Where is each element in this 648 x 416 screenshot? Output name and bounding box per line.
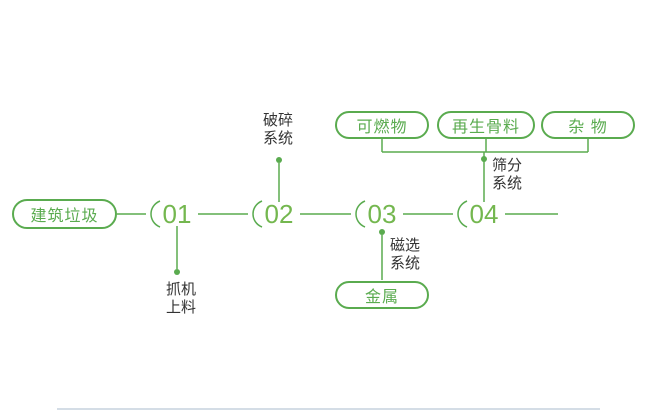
source-node-construction-waste: 建筑垃圾	[12, 199, 117, 229]
output-node-miscellaneous: 杂 物	[541, 111, 635, 139]
stage-arc-02	[252, 200, 263, 228]
node-dot	[276, 157, 282, 163]
node-dot	[174, 269, 180, 275]
output-node-combustibles: 可燃物	[335, 111, 429, 139]
stage-arc-04	[457, 200, 468, 228]
output-node-recycled-aggregate: 再生骨料	[437, 111, 535, 139]
label-grab-feeding-system: 抓机 上料	[166, 281, 197, 316]
stage-number-04: 04	[469, 199, 499, 229]
stage-number-02: 02	[264, 199, 294, 229]
label-screening-system: 筛分 系统	[492, 157, 523, 192]
node-dot	[379, 229, 385, 235]
stage-arc-03	[355, 200, 366, 228]
stage-arc-01	[150, 200, 161, 228]
output-node-metal: 金属	[335, 281, 429, 309]
stage-number-03: 03	[367, 199, 397, 229]
main-flow-line	[117, 200, 558, 228]
label-crushing-system: 破碎 系统	[263, 112, 294, 147]
stage-number-01: 01	[162, 199, 192, 229]
label-magnetic-separation-system: 磁选 系统	[390, 237, 421, 272]
node-dot	[481, 156, 487, 162]
stage-branch-lines	[174, 139, 589, 280]
bottom-divider	[57, 408, 600, 410]
